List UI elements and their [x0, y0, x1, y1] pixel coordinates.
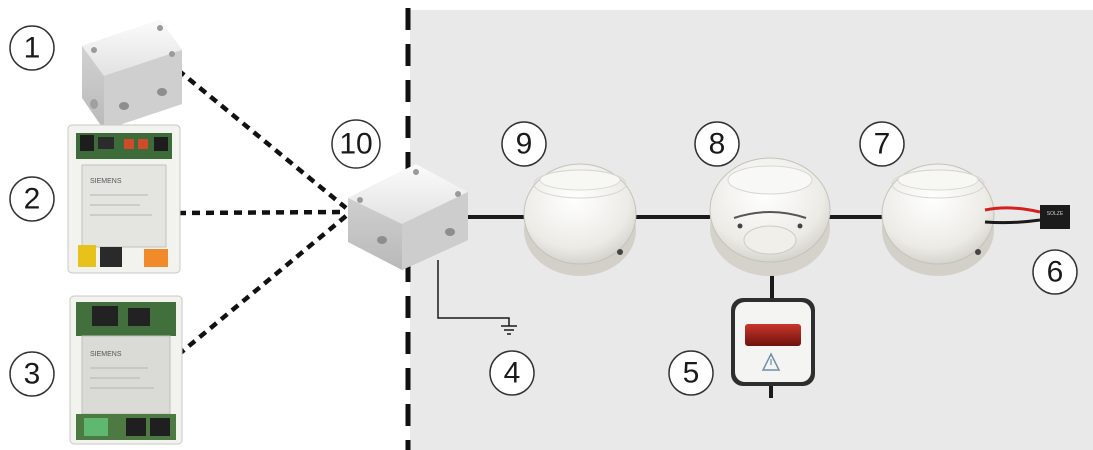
dotted-link-2 [178, 212, 346, 213]
callout-3-label: 3 [24, 358, 41, 391]
callout-2: 2 [10, 177, 54, 221]
callout-6: 6 [1033, 250, 1077, 294]
callout-2-label: 2 [24, 183, 41, 216]
detector-8 [710, 158, 830, 276]
callout-7: 7 [860, 122, 904, 166]
module-brand-text: SIEMENS [90, 178, 122, 185]
callout-10-label: 10 [339, 128, 372, 161]
callout-4: 4 [490, 351, 534, 395]
module-brand-text-3: SIEMENS [90, 351, 122, 358]
callout-10: 10 [332, 120, 380, 168]
callout-9: 9 [502, 122, 546, 166]
callout-8: 8 [695, 122, 739, 166]
connector-label: SOLZE [1047, 211, 1064, 217]
interface-module-2: SIEMENS [68, 125, 180, 273]
detector-7 [882, 164, 994, 276]
dotted-links [178, 70, 346, 355]
dotted-link-1 [178, 70, 346, 208]
callout-5-label: 5 [683, 357, 700, 390]
callout-1: 1 [10, 26, 54, 70]
callout-3: 3 [10, 352, 54, 396]
callout-5: 5 [669, 351, 713, 395]
detector-9 [524, 164, 636, 276]
callout-6-label: 6 [1047, 256, 1064, 289]
callout-1-label: 1 [24, 32, 41, 65]
callout-9-label: 9 [516, 128, 533, 161]
interface-module-3: SIEMENS [70, 296, 182, 444]
alarm-indicator-5 [731, 298, 815, 398]
callout-4-label: 4 [504, 357, 521, 390]
callout-8-label: 8 [709, 128, 726, 161]
callout-7-label: 7 [874, 128, 891, 161]
dotted-link-3 [178, 216, 346, 355]
junction-box-1 [82, 20, 182, 130]
